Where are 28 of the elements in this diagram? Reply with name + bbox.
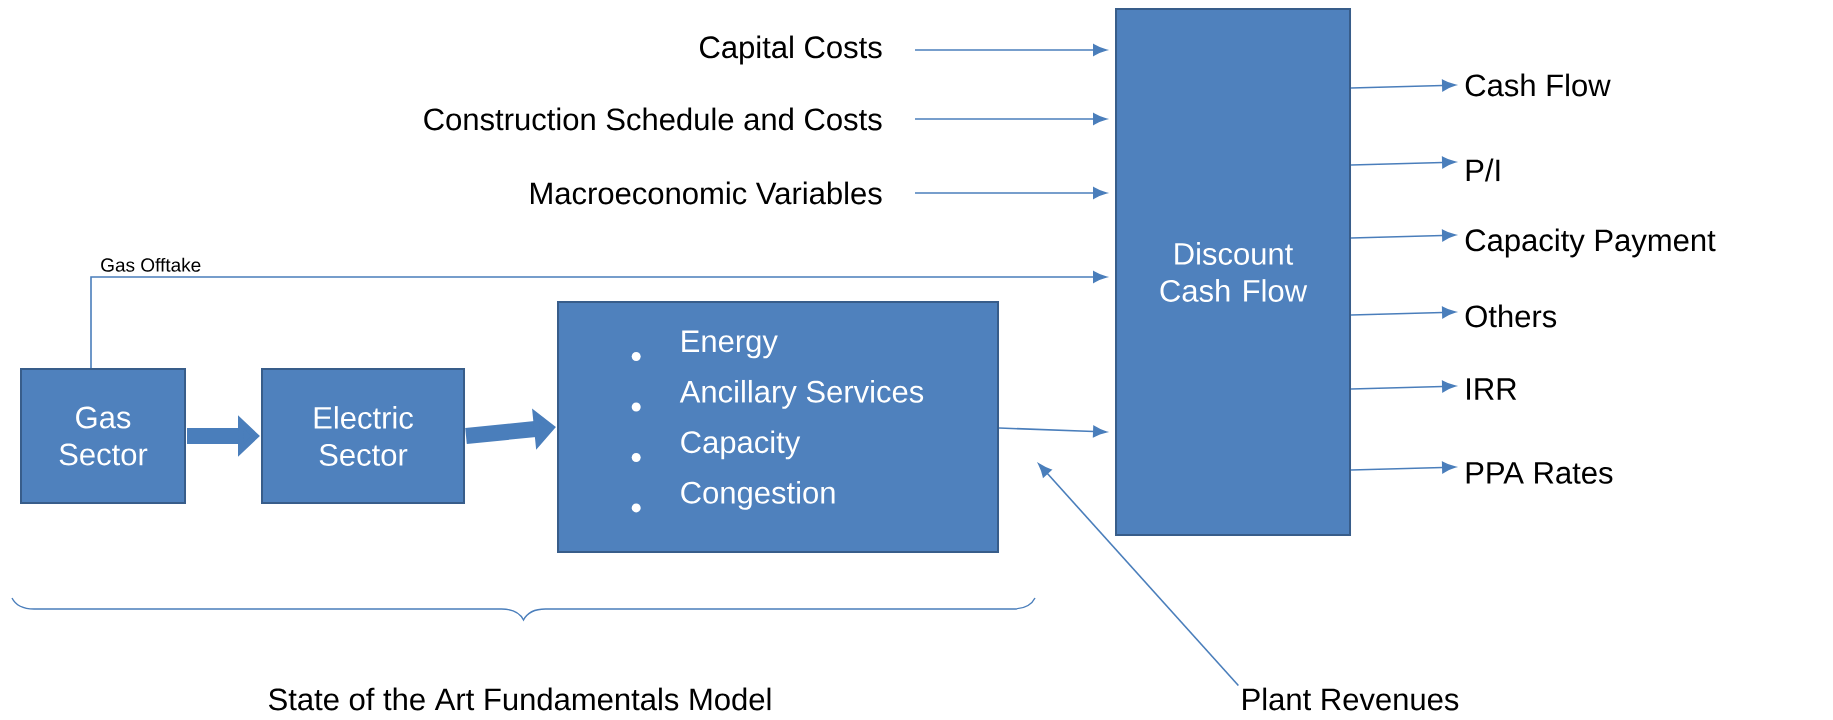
arrow bbox=[914, 113, 1107, 125]
process-box: Electric Sector bbox=[261, 368, 465, 504]
arrow bbox=[1350, 306, 1456, 319]
input-label: Construction Schedule and Costs bbox=[424, 107, 882, 131]
input-label: Macroeconomic Variables bbox=[531, 181, 882, 205]
brace-caption: State of the Art Fundamentals Model bbox=[268, 687, 771, 711]
output-label: P/I bbox=[1466, 158, 1500, 182]
edge-label: Gas Offtake bbox=[101, 257, 201, 272]
output-label: IRR bbox=[1467, 378, 1517, 400]
arrow bbox=[90, 271, 1107, 369]
output-label: PPA Rates bbox=[1466, 462, 1613, 484]
output-label: Capacity Payment bbox=[1465, 228, 1716, 258]
bullet-list-box: Energy Ancillary Services Capacity Congestion bbox=[557, 301, 999, 553]
process-box: Discount Cash Flow bbox=[1115, 8, 1351, 536]
arrow bbox=[914, 44, 1107, 56]
arrow bbox=[914, 187, 1107, 199]
arrow bbox=[1350, 461, 1456, 474]
arrow bbox=[1350, 380, 1456, 393]
arrow bbox=[1350, 156, 1456, 169]
arrow bbox=[998, 425, 1107, 438]
output-label: Others bbox=[1465, 304, 1557, 328]
process-box: Gas Sector bbox=[20, 368, 186, 504]
text-label: Plant Revenues bbox=[1243, 687, 1459, 711]
arrow bbox=[1350, 229, 1456, 242]
arrow bbox=[1038, 463, 1240, 687]
arrow bbox=[1350, 79, 1456, 92]
output-label: Cash Flow bbox=[1465, 73, 1611, 97]
input-label: Capital Costs bbox=[700, 35, 882, 65]
